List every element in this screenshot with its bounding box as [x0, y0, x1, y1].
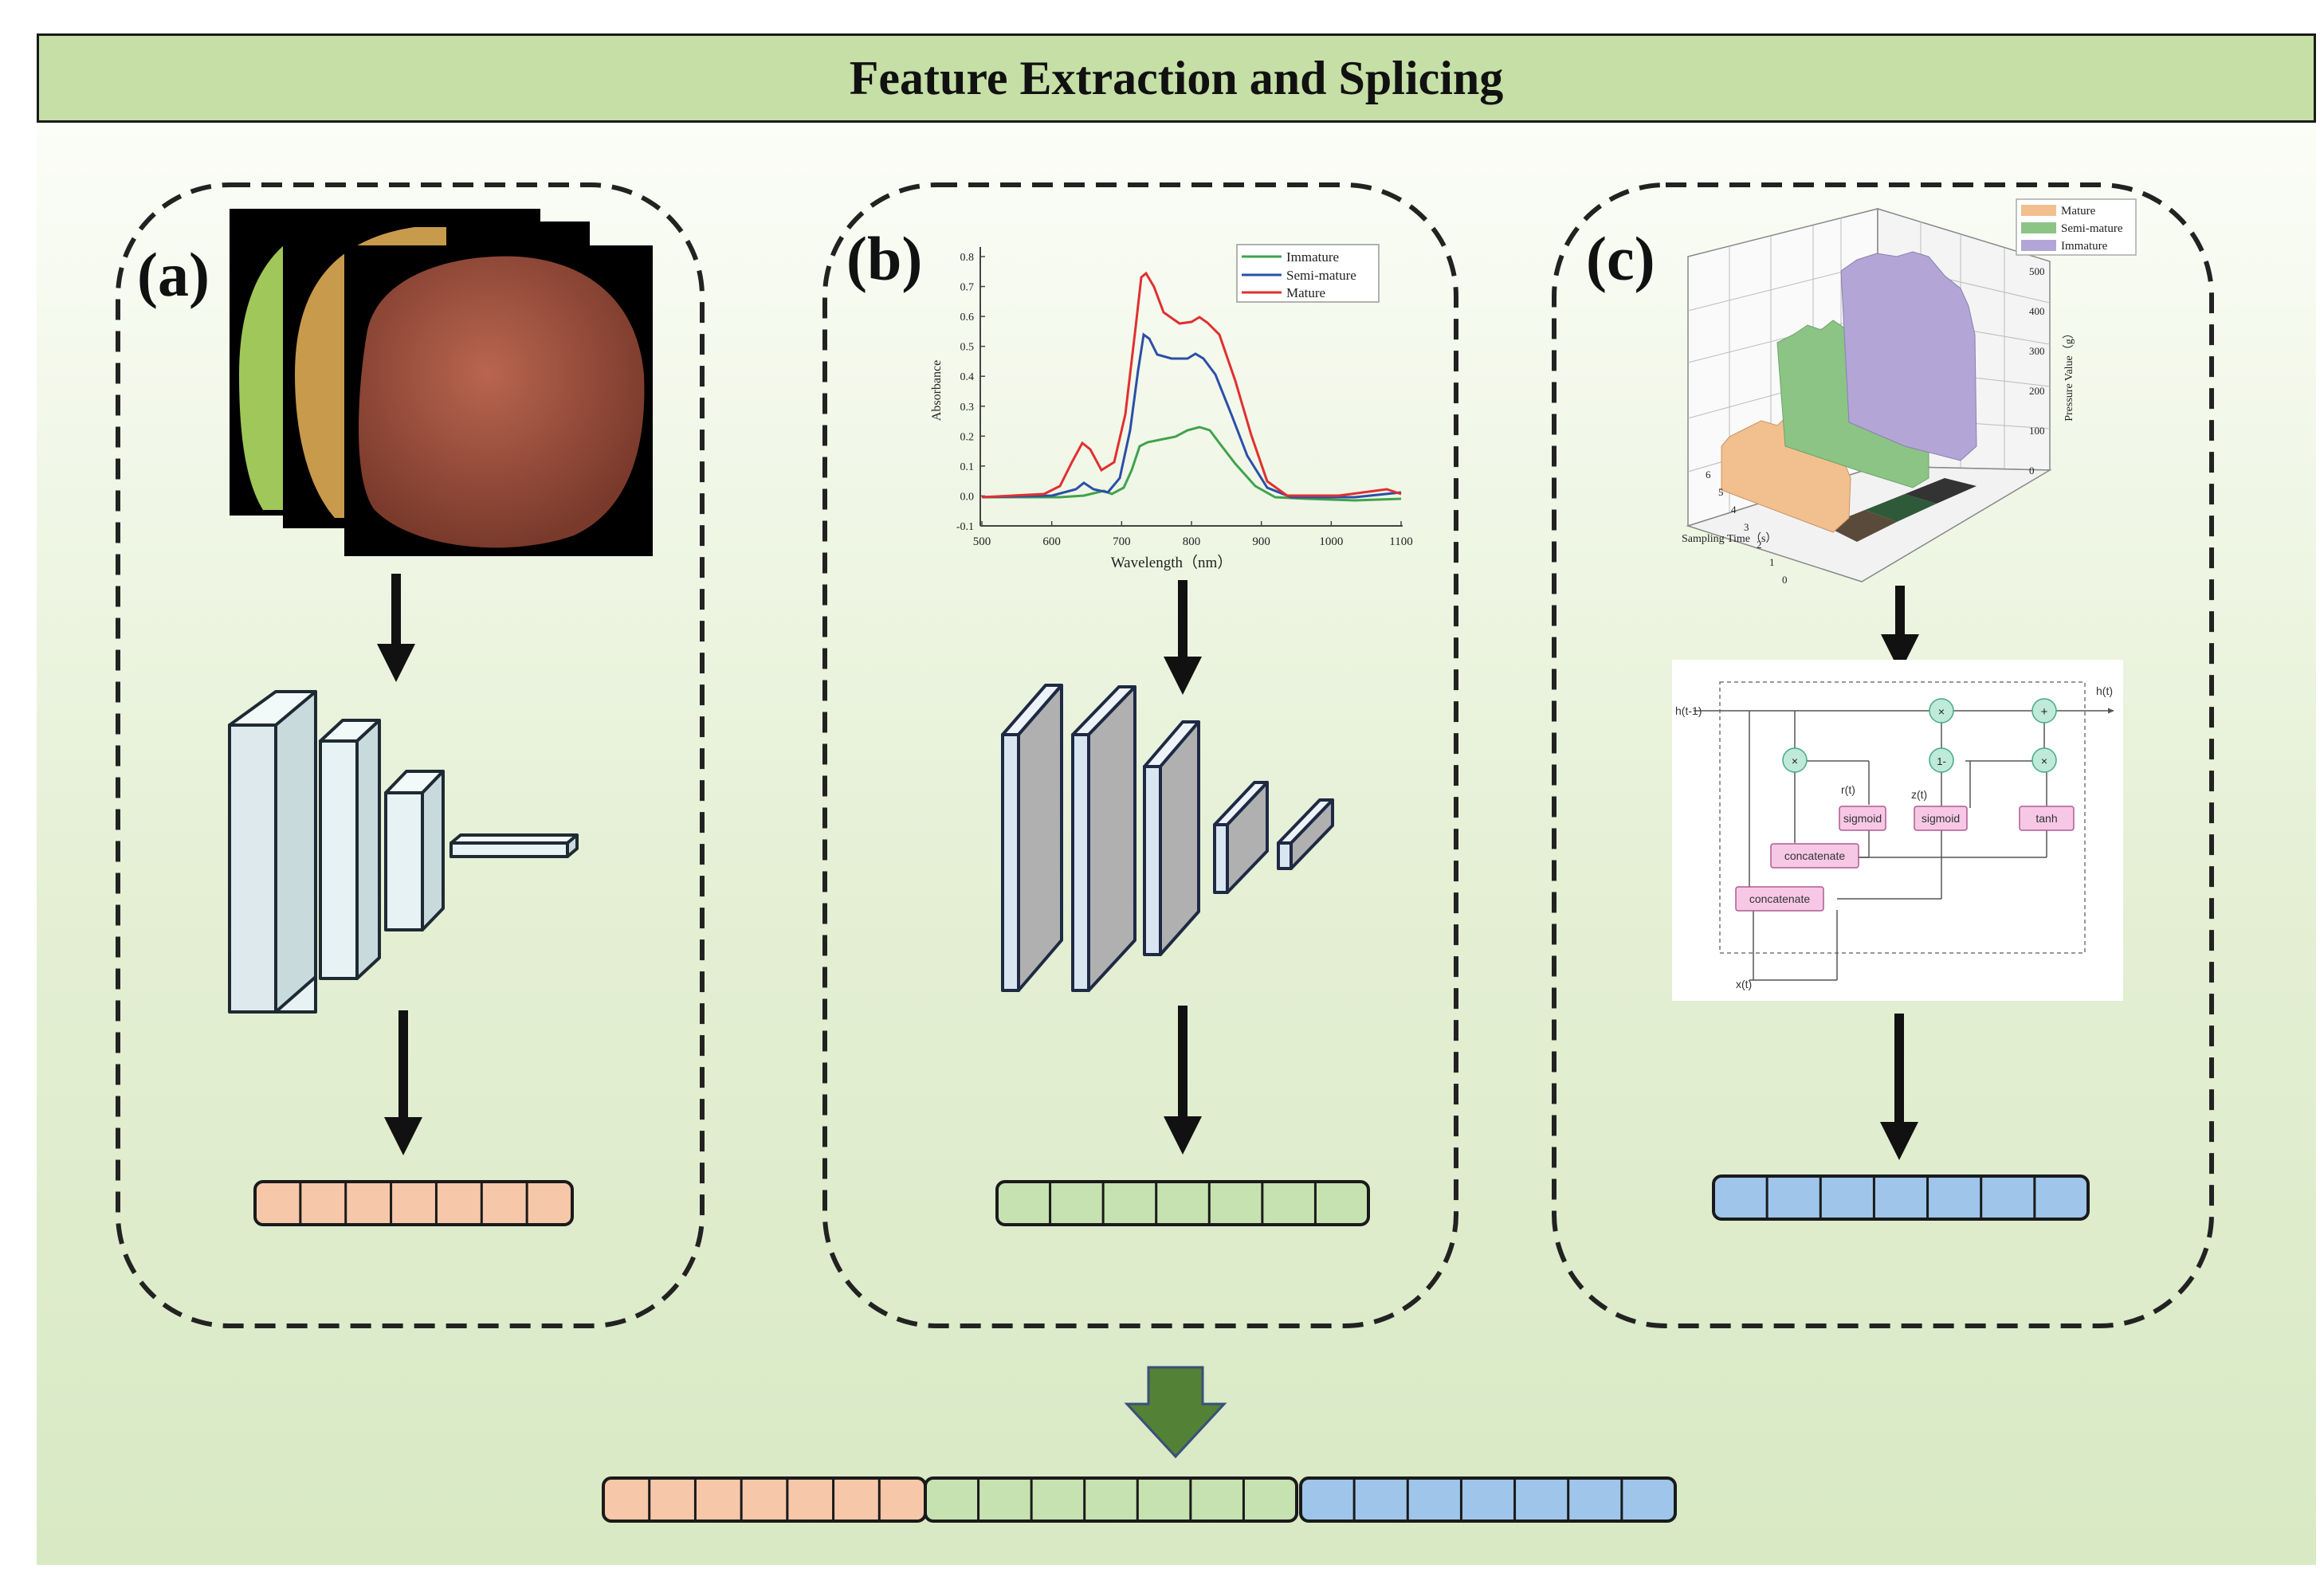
spectrum-ytick: 0.8 [960, 252, 975, 264]
gru-cell-diagram: × × 1- + × sigmoid sigmoid tanh concaten… [1672, 660, 2123, 1001]
pressure-xtick: 4 [1731, 504, 1737, 516]
gru-sigmoid-z: sigmoid [1922, 812, 1960, 825]
gru-z-label: z(t) [1911, 788, 1927, 801]
cnn-1d-blocks [1001, 684, 1334, 992]
spectrum-xtick: 900 [1252, 535, 1270, 548]
concat-c-outline [1299, 1476, 1677, 1523]
panel-a-label: (a) [137, 240, 210, 309]
pressure-xlabel: Sampling Time（s） [1682, 532, 1776, 545]
panel-c-frame [1552, 182, 2214, 1328]
pressure-ztick: 400 [2029, 305, 2045, 317]
spectrum-ytick: -0.1 [956, 521, 974, 533]
spectrum-ytick: 0.1 [960, 461, 975, 473]
gru-concatenate-2: concatenate [1749, 892, 1810, 905]
spectrum-line-semi-mature [981, 332, 1402, 499]
gru-r-label: r(t) [1841, 783, 1855, 796]
gru-h-out: h(t) [2096, 684, 2113, 697]
panel-b-label: (b) [846, 224, 923, 293]
spectrum-xtick: 600 [1042, 535, 1061, 548]
pressure-ztick: 500 [2029, 265, 2045, 277]
pressure-ztick: 300 [2029, 345, 2045, 357]
cnn-2d-blocks [228, 690, 579, 1014]
panel-a-frame [116, 182, 705, 1328]
spectrum-line-mature [981, 271, 1402, 499]
pressure-xtick: 5 [1718, 486, 1724, 498]
page-title: Feature Extraction and Splicing [37, 33, 2316, 123]
gru-x-in: x(t) [1736, 978, 1752, 990]
spectrum-ytick: 0.7 [960, 282, 975, 294]
gru-mult-2: × [1938, 705, 1945, 718]
concat-a-outline [602, 1476, 927, 1523]
series-immature-surface [1840, 251, 1977, 461]
panel-b-frame [822, 182, 1458, 1328]
spectrum-xtick: 500 [973, 535, 991, 548]
spectrum-ytick: 0.3 [960, 402, 975, 414]
pressure-xtick: 6 [1706, 469, 1711, 480]
spectrum-xtick: 700 [1113, 535, 1131, 548]
pressure-ztick: 100 [2029, 425, 2045, 437]
gru-mult-1: × [1792, 755, 1798, 767]
splice-arrow [1124, 1366, 1227, 1459]
pressure-legend-immature: Immature [2061, 240, 2108, 253]
spectrum-xtick: 800 [1183, 535, 1201, 548]
pressure-legend-semi-mature: Semi-mature [2061, 222, 2123, 235]
feature-vector-c [1712, 1174, 2090, 1221]
vector-b-outline [995, 1180, 1370, 1226]
pressure-xtick: 1 [1769, 556, 1775, 568]
gru-tanh: tanh [2035, 812, 2057, 825]
vector-a-outline [253, 1180, 574, 1226]
pressure-xtick: 2 [1757, 539, 1762, 551]
feature-vector-a [253, 1180, 574, 1226]
spectrum-xlabel: Wavelength（nm） [1111, 554, 1233, 571]
gru-sigmoid-r: sigmoid [1843, 812, 1882, 825]
gru-concatenate-1: concatenate [1784, 849, 1845, 862]
spectrum-xtick: 1100 [1389, 535, 1412, 548]
spectrum-chart: -0.1 0.0 0.1 0.2 0.3 0.4 0.5 0.6 0.7 0.8 500 600 70… [930, 244, 1413, 571]
gru-plus: + [2041, 705, 2048, 719]
pressure-legend-mature: Mature [2061, 205, 2096, 218]
panel-c-label: (c) [1586, 224, 1655, 293]
legend-immature: Immature [1286, 249, 1339, 265]
pressure-3d-chart: Mature Semi-mature Immature 500400300200… [1682, 198, 2137, 586]
spectrum-ytick: 0.4 [960, 371, 975, 383]
gru-h-prev: h(t-1) [1675, 704, 1702, 717]
gru-one-minus: 1- [1937, 755, 1946, 767]
legend-semi-mature: Semi-mature [1286, 268, 1356, 283]
spectrum-ytick: 0.5 [960, 342, 975, 354]
spectrum-line-immature [982, 425, 1402, 502]
apple-image-stack [230, 209, 653, 556]
concat-b-outline [924, 1476, 1298, 1523]
pressure-xtick: 0 [1782, 574, 1788, 586]
legend-mature: Mature [1286, 285, 1325, 300]
pressure-zlabel: Pressure Value（g） [2063, 327, 2075, 422]
spliced-feature-vector [602, 1476, 1677, 1523]
gru-mult-3: × [2041, 755, 2047, 767]
vector-c-outline [1712, 1174, 2090, 1221]
feature-vector-b [995, 1180, 1370, 1226]
pressure-ztick: 0 [2029, 465, 2035, 476]
spectrum-ytick: 0.0 [960, 491, 975, 503]
pressure-xtick: 3 [1744, 521, 1749, 533]
spectrum-ytick: 0.2 [960, 431, 975, 443]
pressure-ztick: 200 [2029, 385, 2045, 397]
spectrum-xtick: 1000 [1319, 535, 1343, 548]
spectrum-ytick: 0.6 [960, 312, 975, 324]
spectrum-ylabel: Absorbance [930, 360, 944, 421]
